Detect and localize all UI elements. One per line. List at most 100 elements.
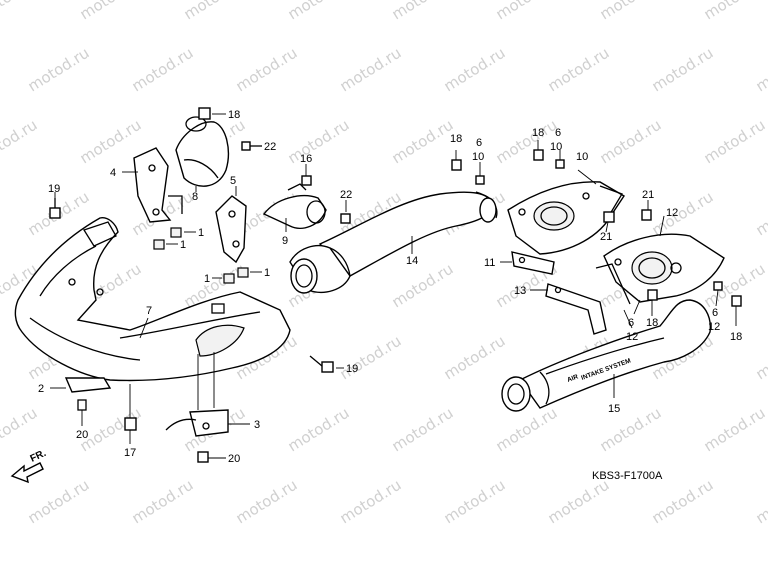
watermark-text: motod.ru: [129, 476, 197, 528]
bolt-18-top: [198, 107, 211, 120]
callout-18: 18: [228, 109, 240, 121]
screw-22-mid: [340, 213, 351, 224]
callout-21: 21: [600, 231, 612, 243]
stay-11: [511, 251, 555, 275]
callout-1: 1: [204, 273, 210, 285]
watermark-text: motod.ru: [25, 44, 93, 96]
watermark-text: motod.ru: [233, 476, 301, 528]
collars-1: [153, 227, 249, 284]
callout-19: 19: [48, 183, 60, 195]
callout-12: 12: [708, 321, 720, 333]
joint-plate-10: [507, 181, 625, 255]
watermark-text: motod.ru: [25, 476, 93, 528]
callout-labels: 18 22 16 4 8 5 19 1 1 1 1 9 22 7 19 2 20…: [38, 109, 742, 465]
screw-19-left: [49, 198, 61, 219]
watermark-text: motod.ru: [285, 0, 353, 23]
watermark-text: motod.ru: [0, 404, 40, 456]
callout-8: 8: [192, 191, 198, 203]
callout-18: 18: [646, 317, 658, 329]
callout-1: 1: [180, 239, 186, 251]
callout-19: 19: [346, 363, 358, 375]
front-direction-indicator: FR.: [10, 448, 48, 484]
screw-19-center: [309, 355, 334, 373]
watermark-text: motod.ru: [285, 404, 353, 456]
watermark-text: motod.ru: [649, 44, 717, 96]
watermark-text: motod.ru: [389, 0, 457, 23]
callout-9: 9: [282, 235, 288, 247]
watermark-text: motod.ru: [701, 116, 768, 168]
callout-20: 20: [228, 453, 240, 465]
duct-8: [175, 116, 230, 187]
callout-18: 18: [532, 127, 544, 139]
watermark-text: motod.ru: [597, 0, 665, 23]
bracket-3: [165, 352, 229, 463]
watermark-text: motod.ru: [649, 476, 717, 528]
callout-14: 14: [406, 255, 418, 267]
callout-3: 3: [254, 419, 260, 431]
callout-5: 5: [230, 175, 236, 187]
watermark-text: motod.ru: [753, 44, 768, 96]
callout-10: 10: [576, 151, 588, 163]
watermark-text: motod.ru: [649, 188, 717, 240]
callout-18: 18: [730, 331, 742, 343]
stay-4: [133, 147, 183, 223]
stay-5: [215, 195, 247, 264]
watermark-text: motod.ru: [389, 260, 457, 312]
watermark-text: motod.ru: [337, 332, 405, 384]
grommet-17: [124, 384, 137, 431]
callout-22: 22: [340, 189, 352, 201]
watermark-text: motod.ru: [701, 0, 768, 23]
watermark-text: motod.ru: [441, 44, 509, 96]
callout-6: 6: [555, 127, 561, 139]
watermark-text: motod.ru: [285, 116, 353, 168]
watermark-text: motod.ru: [597, 404, 665, 456]
clips-21: [603, 209, 652, 223]
stay-13: [545, 263, 631, 335]
watermark-text: motod.ru: [389, 116, 457, 168]
watermark-text: motod.ru: [0, 0, 40, 23]
leader-lines: [50, 113, 737, 459]
callout-22: 22: [264, 141, 276, 153]
bracket-2: [64, 377, 112, 411]
callout-13: 13: [514, 285, 526, 297]
callout-15: 15: [608, 403, 620, 415]
watermark-text: motod.ru: [753, 188, 768, 240]
screw-22-top: [241, 141, 262, 151]
callout-21: 21: [642, 189, 654, 201]
callout-16: 16: [300, 153, 312, 165]
watermark-text: motod.ru: [545, 476, 613, 528]
watermark-text: motod.ru: [77, 0, 145, 23]
watermark-text: motod.ru: [753, 476, 768, 528]
watermark-text: motod.ru: [493, 0, 561, 23]
callout-2: 2: [38, 383, 44, 395]
callout-12: 12: [666, 207, 678, 219]
watermark-text: motod.ru: [597, 116, 665, 168]
watermark-text: motod.ru: [441, 476, 509, 528]
callout-7: 7: [146, 305, 152, 317]
callout-10: 10: [550, 141, 562, 153]
callout-10: 10: [472, 151, 484, 163]
air-hose-15: [501, 299, 711, 412]
watermark-text: motod.ru: [233, 44, 301, 96]
callout-18: 18: [450, 133, 462, 145]
watermark-text: motod.ru: [337, 44, 405, 96]
direction-label: FR.: [29, 448, 48, 465]
callout-20: 20: [76, 429, 88, 441]
callout-4: 4: [110, 167, 116, 179]
callout-6: 6: [712, 307, 718, 319]
watermark-text: motod.ru: [545, 44, 613, 96]
bracket-9: [262, 183, 327, 229]
watermark-text: motod.ru: [129, 44, 197, 96]
callout-17: 17: [124, 447, 136, 459]
callout-1: 1: [264, 267, 270, 279]
callout-6: 6: [476, 137, 482, 149]
inlay-air: AIR: [566, 373, 579, 384]
bolt-16: [301, 175, 312, 186]
diagram-code: KBS3-F1700A: [592, 470, 663, 482]
watermark-text: motod.ru: [0, 116, 40, 168]
air-duct: [14, 217, 291, 382]
watermark-text: motod.ru: [441, 332, 509, 384]
callout-11: 11: [484, 257, 495, 269]
